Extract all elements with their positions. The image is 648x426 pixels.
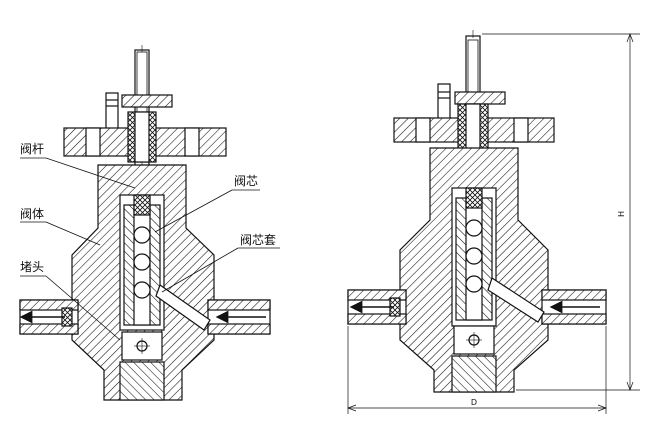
valve-core-ball-2-left bbox=[133, 253, 151, 271]
top-cap-left bbox=[121, 94, 173, 108]
label-plug: 堵头 bbox=[20, 260, 44, 274]
label-stem: 阀杆 bbox=[20, 142, 44, 156]
top-cap-right bbox=[454, 91, 506, 105]
dimension-lines bbox=[347, 33, 640, 414]
leader-lines bbox=[20, 157, 280, 341]
part-labels: 阀杆 阀芯 阀体 阀芯套 堵头 bbox=[20, 142, 276, 274]
dimension-width-label: D bbox=[471, 398, 477, 407]
label-sleeve: 阀芯套 bbox=[240, 233, 276, 247]
dimension-labels: H D bbox=[471, 211, 626, 407]
right-outline-view bbox=[347, 30, 607, 393]
left-section-view bbox=[19, 45, 271, 401]
valve-core-ball-1-left bbox=[133, 226, 151, 244]
valve-core-ball-3-left bbox=[133, 281, 151, 299]
label-body: 阀体 bbox=[20, 207, 44, 221]
dimension-height-label: H bbox=[617, 211, 626, 217]
label-core: 阀芯 bbox=[234, 174, 258, 188]
